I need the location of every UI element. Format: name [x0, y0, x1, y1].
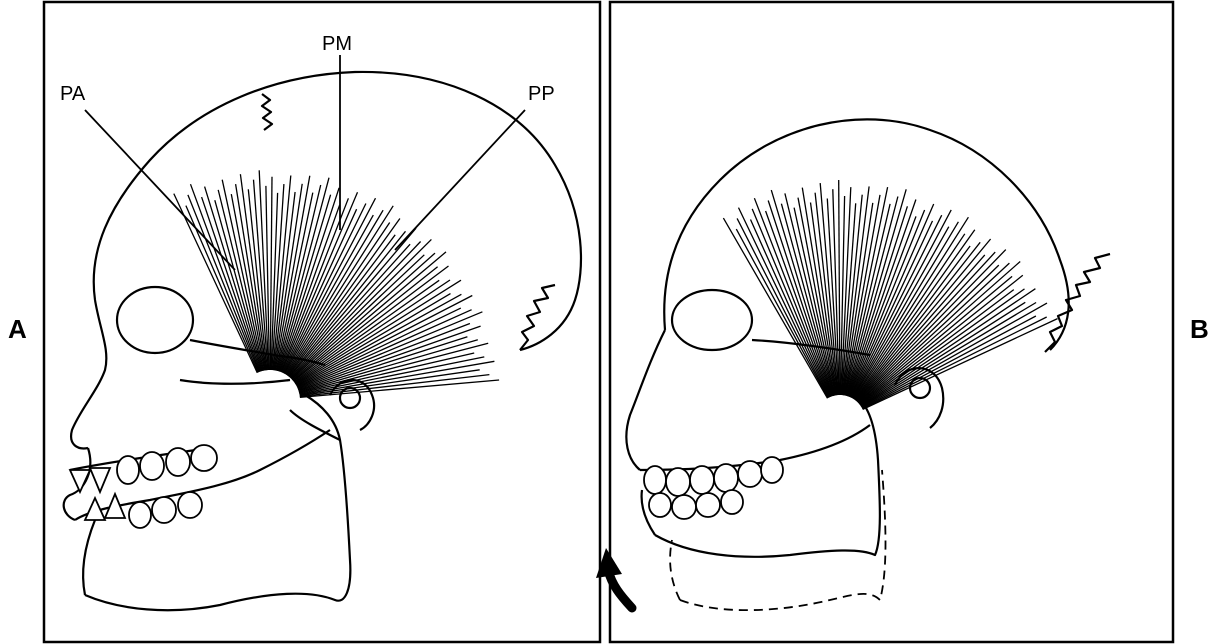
muscle-fibre [857, 250, 1005, 403]
muscle-fibre [291, 239, 431, 378]
muscle-fibre [781, 204, 833, 396]
temporalis-fibres-right [723, 180, 1057, 409]
orbit-right [672, 290, 752, 350]
panel-label-b: B [1190, 314, 1209, 345]
temporalis-fibres-left [174, 170, 499, 397]
line-pa [85, 110, 235, 270]
label-pp: PP [528, 83, 555, 106]
line-pp [395, 110, 525, 250]
muscle-fibre [839, 180, 840, 395]
teeth-left [70, 445, 217, 528]
label-pa: PA [60, 83, 85, 106]
orbit-left [117, 287, 193, 353]
muscle-fibre [288, 219, 400, 376]
label-pm: PM [322, 33, 352, 56]
muscle-fibre [300, 370, 480, 396]
muscle-fibre [752, 209, 830, 397]
panel-label-a: A [8, 314, 27, 345]
muscle-fibre [861, 289, 1036, 406]
curved-arrow-icon [596, 548, 632, 608]
teeth-right [644, 457, 783, 519]
muscle-fibre [751, 220, 830, 398]
muscle-fibre [191, 184, 260, 372]
